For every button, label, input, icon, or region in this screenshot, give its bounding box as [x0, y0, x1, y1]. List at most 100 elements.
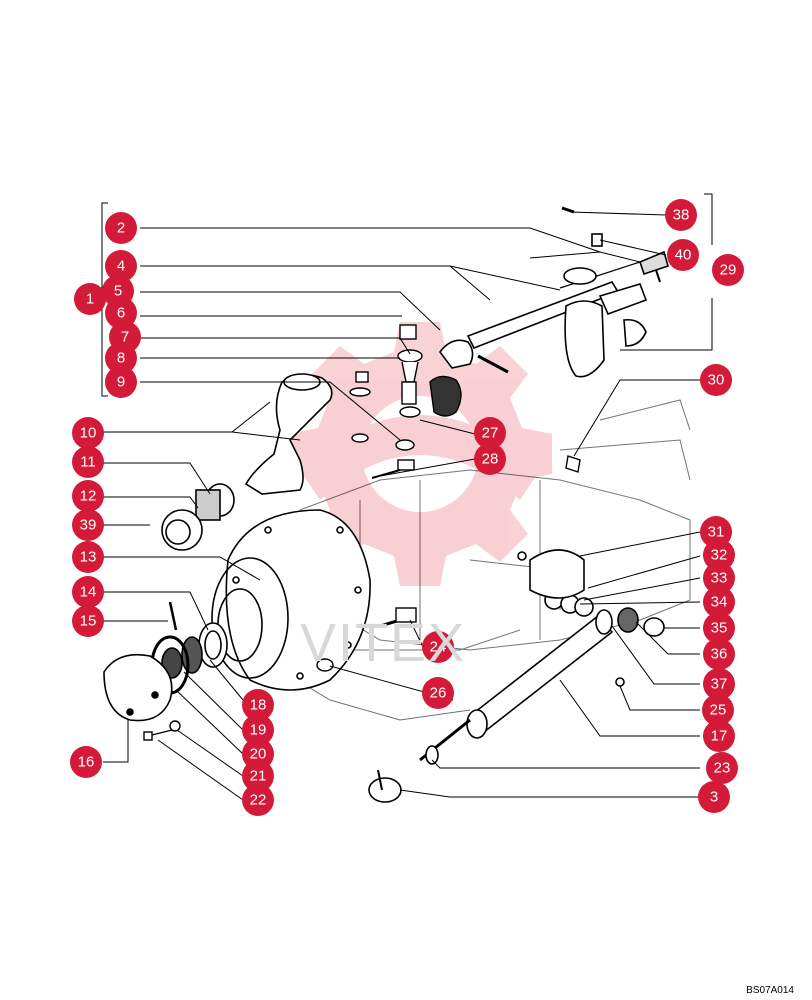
- callout-number: 21: [250, 768, 267, 785]
- callout-circle: [242, 784, 274, 816]
- callout-number: 28: [482, 451, 499, 468]
- callout-number: 39: [80, 517, 97, 534]
- callout-number: 19: [250, 722, 267, 739]
- callout-circle: [665, 199, 697, 231]
- callout-number: 35: [711, 620, 728, 637]
- callout-number: 36: [711, 646, 728, 663]
- callout-28: 28: [474, 443, 506, 475]
- callout-6: 6: [105, 297, 137, 329]
- callout-number: 27: [482, 425, 499, 442]
- callout-22: 22: [242, 784, 274, 816]
- callout-3: 3: [698, 781, 730, 813]
- callout-19: 19: [242, 714, 274, 746]
- bolts-drawing: [143, 601, 181, 741]
- callout-24: 24: [422, 631, 454, 663]
- callout-circle: [703, 539, 735, 571]
- callout-markers: 1234567891011121314151617181920212223242…: [70, 199, 744, 816]
- callout-circle: [703, 586, 735, 618]
- callout-35: 35: [703, 612, 735, 644]
- tie-rod-drawing: [438, 261, 641, 374]
- splined-shaft-drawing: [161, 483, 235, 551]
- callout-number: 38: [673, 207, 690, 224]
- callout-39: 39: [72, 509, 104, 541]
- callout-number: 37: [711, 676, 728, 693]
- callout-circle: [70, 746, 102, 778]
- callout-number: 16: [78, 754, 95, 771]
- callout-circle: [700, 364, 732, 396]
- callout-circle: [72, 417, 104, 449]
- callout-number: 14: [80, 584, 97, 601]
- callout-number: 22: [250, 792, 267, 809]
- callout-13: 13: [72, 541, 104, 573]
- callout-16: 16: [70, 746, 102, 778]
- callout-26: 26: [422, 677, 454, 709]
- callout-36: 36: [703, 638, 735, 670]
- callout-circle: [712, 254, 744, 286]
- callout-number: 8: [117, 350, 125, 367]
- callout-number: 29: [720, 262, 737, 279]
- callout-circle: [422, 677, 454, 709]
- callout-23: 23: [706, 752, 738, 784]
- callout-circle: [242, 714, 274, 746]
- bolts-24-26-drawing: [316, 607, 417, 672]
- callout-number: 24: [430, 639, 447, 656]
- callout-number: 23: [714, 760, 731, 777]
- callout-21: 21: [242, 760, 274, 792]
- grease-fitting-drawing: [565, 455, 581, 473]
- callout-number: 2: [117, 220, 125, 237]
- callout-circle: [105, 342, 137, 374]
- callout-circle: [105, 250, 137, 282]
- figure-code: BS07A014: [746, 985, 794, 996]
- callout-circle: [72, 509, 104, 541]
- callout-number: 30: [708, 372, 725, 389]
- callout-number: 32: [711, 547, 728, 564]
- callout-number: 25: [710, 702, 727, 719]
- knuckle-drawing: [561, 206, 669, 378]
- callout-number: 18: [250, 697, 267, 714]
- callout-circle: [72, 446, 104, 478]
- callout-37: 37: [703, 668, 735, 700]
- callout-number: 9: [117, 374, 125, 391]
- callout-30: 30: [700, 364, 732, 396]
- callout-circle: [74, 283, 106, 315]
- callout-circle: [72, 576, 104, 608]
- callout-14: 14: [72, 576, 104, 608]
- callout-circle: [698, 781, 730, 813]
- callout-33: 33: [703, 562, 735, 594]
- callout-circle: [105, 297, 137, 329]
- callout-number: 12: [80, 488, 97, 505]
- callout-number: 3: [710, 789, 718, 806]
- callout-11: 11: [72, 446, 104, 478]
- callout-circle: [242, 689, 274, 721]
- callout-20: 20: [242, 738, 274, 770]
- callout-number: 5: [114, 283, 122, 300]
- callout-number: 26: [430, 685, 447, 702]
- callout-12: 12: [72, 480, 104, 512]
- callout-2: 2: [105, 212, 137, 244]
- callout-number: 34: [711, 594, 728, 611]
- callout-34: 34: [703, 586, 735, 618]
- callout-number: 10: [80, 425, 97, 442]
- callout-circle: [703, 720, 735, 752]
- callout-circle: [72, 480, 104, 512]
- callout-circle: [422, 631, 454, 663]
- callout-number: 1: [86, 291, 94, 308]
- callout-number: 15: [80, 613, 97, 630]
- callout-circle: [242, 738, 274, 770]
- callout-number: 20: [250, 746, 267, 763]
- steering-cylinder-drawing: [368, 549, 665, 803]
- callout-circle: [105, 366, 137, 398]
- callout-9: 9: [105, 366, 137, 398]
- callout-15: 15: [72, 605, 104, 637]
- callout-number: 6: [117, 305, 125, 322]
- callout-29: 29: [712, 254, 744, 286]
- callout-circle: [703, 562, 735, 594]
- callout-circle: [474, 443, 506, 475]
- callout-40: 40: [667, 239, 699, 271]
- callout-circle: [703, 638, 735, 670]
- callout-number: 33: [711, 570, 728, 587]
- callout-circle: [72, 605, 104, 637]
- watermark-text: VITEX: [300, 613, 467, 673]
- callout-38: 38: [665, 199, 697, 231]
